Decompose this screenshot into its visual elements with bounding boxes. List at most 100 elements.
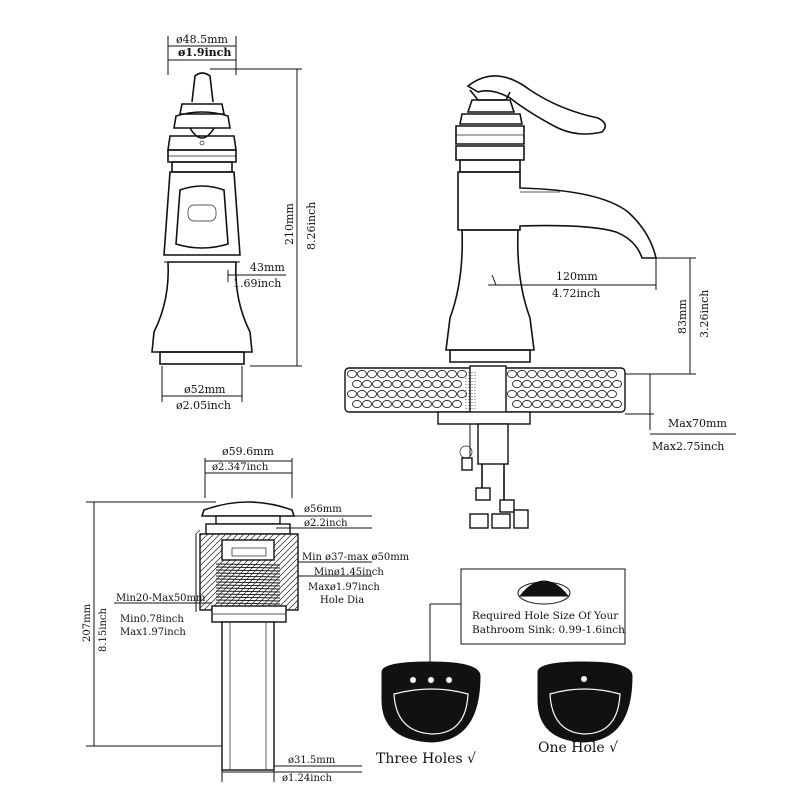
stone-pebble bbox=[372, 399, 382, 409]
stone-pebble bbox=[532, 379, 542, 389]
stone-pebble bbox=[437, 389, 447, 399]
stone-pebble bbox=[347, 389, 357, 399]
drain-section: ø59.6mm ø2.347inch ø56mm ø2.2inch Min ø3… bbox=[82, 445, 410, 784]
stone-pebble bbox=[457, 369, 467, 379]
hatch-line bbox=[287, 599, 299, 611]
stone-pebble bbox=[602, 379, 612, 389]
drain-hole-dia-label: Hole Dia bbox=[320, 595, 364, 606]
drain-flange-diameter-in: ø2.2inch bbox=[304, 518, 348, 529]
side-reach-mm: 120mm bbox=[556, 270, 598, 283]
hatch-line bbox=[199, 533, 221, 555]
front-top-diameter-mm: ø48.5mm bbox=[176, 33, 229, 46]
stone-pebble bbox=[392, 399, 402, 409]
front-view: ø48.5mm ø1.9inch 210mm 8.26inch 43mm 1.6… bbox=[151, 33, 318, 412]
thread-line bbox=[215, 578, 281, 581]
stone-pebble bbox=[447, 369, 457, 379]
stone-pebble bbox=[372, 379, 382, 389]
stone-pebble bbox=[387, 389, 397, 399]
drain-thickness-mm: Min20-Max50mm bbox=[116, 593, 206, 604]
stone-pebble bbox=[357, 389, 367, 399]
hatch-line bbox=[293, 605, 299, 611]
stone-pebble bbox=[527, 369, 537, 379]
stone-pebble bbox=[522, 399, 532, 409]
stone-pebble bbox=[382, 379, 392, 389]
stone-pattern bbox=[347, 369, 622, 409]
stone-pebble bbox=[377, 389, 387, 399]
hatch-line bbox=[263, 575, 299, 611]
stone-pebble bbox=[562, 379, 572, 389]
drain-thickness-min-in: Min0.78inch bbox=[120, 614, 184, 625]
thread-line bbox=[215, 569, 281, 572]
stone-pebble bbox=[572, 379, 582, 389]
stone-pebble bbox=[517, 389, 527, 399]
drain-cap-diameter-mm: ø59.6mm bbox=[222, 445, 275, 458]
stone-pebble bbox=[362, 379, 372, 389]
stone-pebble bbox=[592, 379, 602, 389]
stone-pebble bbox=[352, 399, 362, 409]
stone-pebble bbox=[582, 399, 592, 409]
hole-size-note: Required Hole Size Of Your Bathroom Sink… bbox=[429, 568, 626, 667]
front-reach-in: 1.69inch bbox=[233, 277, 281, 290]
stone-pebble bbox=[537, 389, 547, 399]
stone-pebble bbox=[557, 389, 567, 399]
stone-pebble bbox=[552, 399, 562, 409]
stone-pebble bbox=[347, 369, 357, 379]
drain-flange-diameter-mm: ø56mm bbox=[304, 504, 342, 515]
stone-pebble bbox=[567, 369, 577, 379]
note-line-2: Bathroom Sink: 0.99-1.6inch bbox=[472, 624, 625, 636]
stone-pebble bbox=[407, 389, 417, 399]
hatch-line bbox=[233, 545, 299, 611]
stone-pebble bbox=[542, 379, 552, 389]
hatch-line bbox=[227, 539, 299, 611]
stone-pebble bbox=[442, 379, 452, 389]
stone-pebble bbox=[517, 369, 527, 379]
front-base-diameter-mm: ø52mm bbox=[184, 383, 226, 396]
stone-pebble bbox=[397, 369, 407, 379]
drain-tail-diameter-in: ø1.24inch bbox=[282, 773, 333, 784]
drain-cap-diameter-in: ø2.347inch bbox=[212, 462, 269, 473]
stone-pebble bbox=[572, 399, 582, 409]
one-hole-sink: One Hole √ bbox=[537, 661, 633, 756]
thread-line bbox=[215, 563, 281, 566]
stone-pebble bbox=[432, 399, 442, 409]
stone-pebble bbox=[557, 369, 567, 379]
hatch-line bbox=[199, 533, 215, 549]
stone-pebble bbox=[402, 399, 412, 409]
stone-pebble bbox=[377, 369, 387, 379]
hatch-line bbox=[195, 529, 201, 535]
thread-line bbox=[215, 587, 281, 590]
stone-pebble bbox=[407, 369, 417, 379]
thread-line bbox=[215, 572, 281, 575]
stone-pebble bbox=[522, 379, 532, 389]
side-height-in: 3.26inch bbox=[698, 290, 711, 338]
drain-tail-diameter-mm: ø31.5mm bbox=[288, 755, 336, 766]
three-hole-sink: Three Holes √ bbox=[376, 661, 481, 767]
stone-pebble bbox=[367, 369, 377, 379]
thread-line bbox=[215, 584, 281, 587]
drain-height-in: 8.15inch bbox=[98, 607, 109, 652]
stone-pebble bbox=[422, 379, 432, 389]
drain-thickness-max-in: Max1.97inch bbox=[120, 627, 186, 638]
front-reach-mm: 43mm bbox=[250, 261, 285, 274]
stone-pebble bbox=[427, 369, 437, 379]
three-holes-label: Three Holes √ bbox=[376, 751, 476, 767]
deck-max-in: Max2.75inch bbox=[652, 440, 724, 453]
stone-pebble bbox=[577, 389, 587, 399]
stone-pebble bbox=[417, 369, 427, 379]
stone-pebble bbox=[602, 399, 612, 409]
stone-pebble bbox=[587, 369, 597, 379]
stone-pebble bbox=[612, 399, 622, 409]
stone-pebble bbox=[422, 399, 432, 409]
hatch-line bbox=[199, 533, 227, 561]
stone-pebble bbox=[512, 399, 522, 409]
stone-pebble bbox=[412, 399, 422, 409]
stone-pebble bbox=[612, 379, 622, 389]
stone-pebble bbox=[577, 369, 587, 379]
stone-pebble bbox=[417, 389, 427, 399]
thread-line bbox=[215, 593, 281, 596]
stone-pebble bbox=[547, 389, 557, 399]
stone-pebble bbox=[432, 379, 442, 389]
stone-pebble bbox=[567, 389, 577, 399]
stone-pebble bbox=[367, 389, 377, 399]
